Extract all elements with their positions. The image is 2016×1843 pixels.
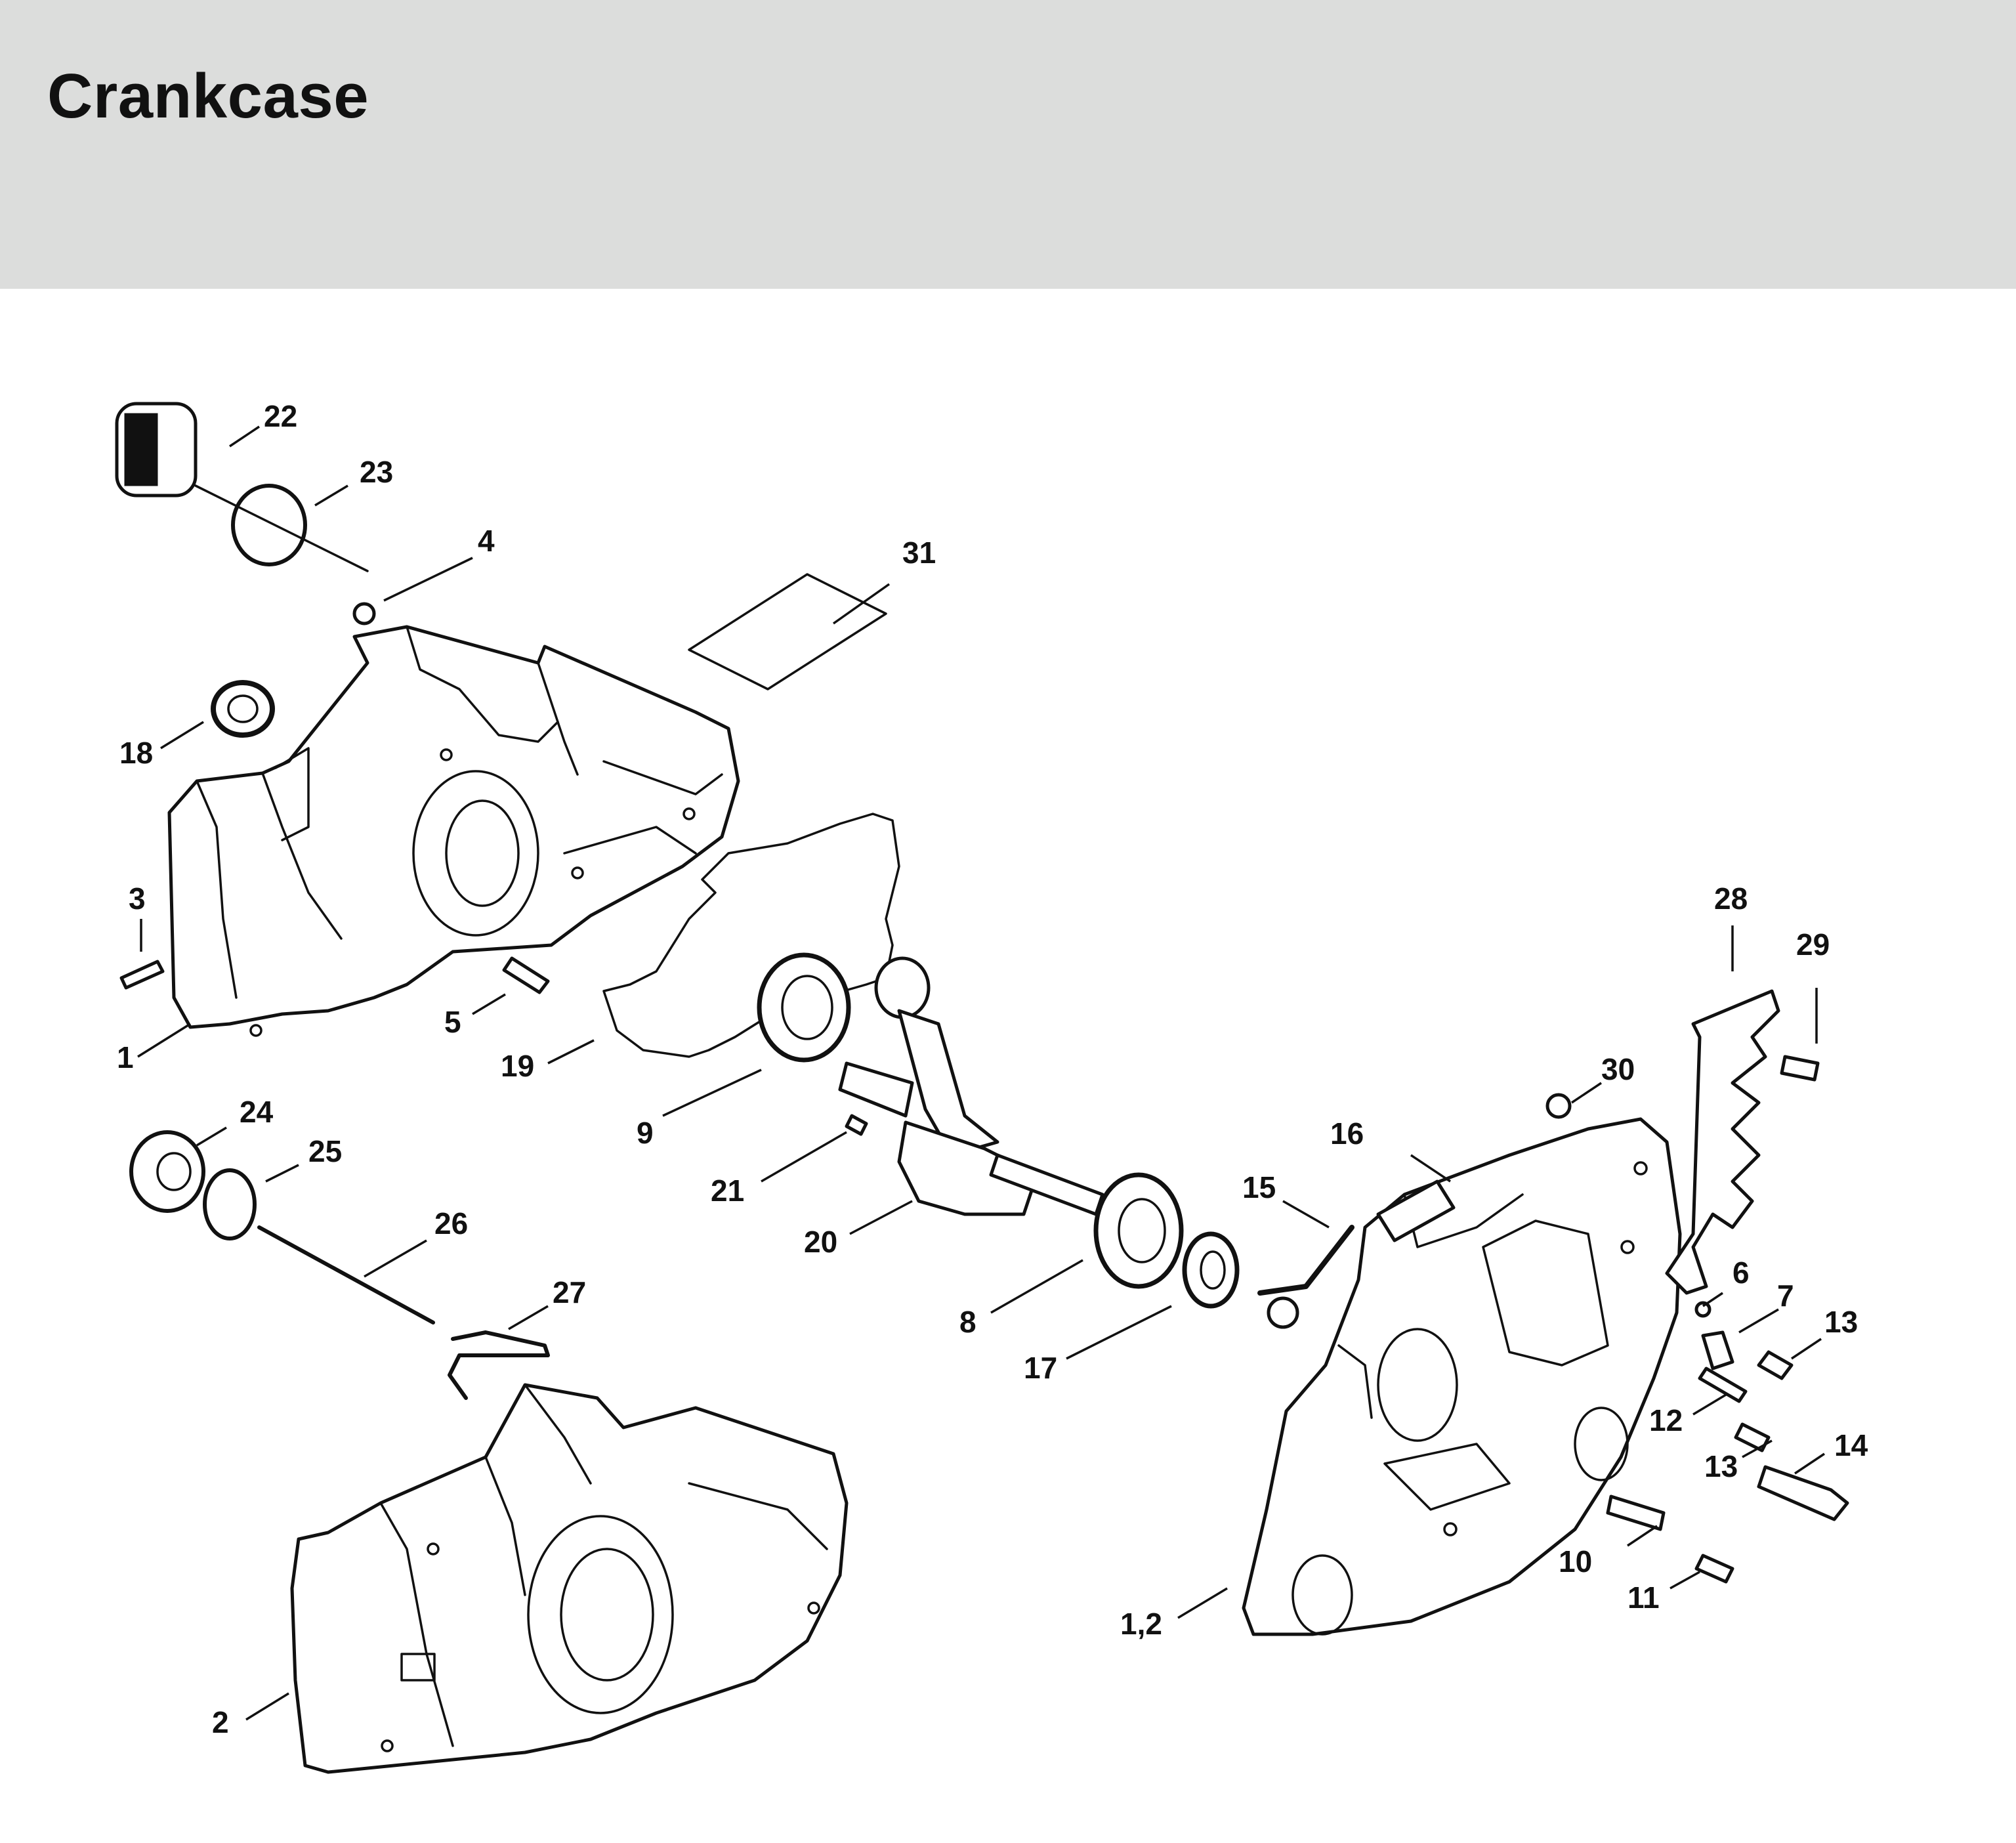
callout-27: 27 (553, 1275, 586, 1309)
valve-part-16 (1376, 1179, 1456, 1242)
callout-26: 26 (434, 1206, 468, 1240)
oil-seal-part-17 (1182, 1231, 1240, 1309)
callout-2: 2 (212, 1705, 229, 1739)
crankcase-half-1 (167, 625, 740, 1037)
callout-30: 30 (1601, 1052, 1635, 1086)
label-part (688, 573, 887, 690)
callout-8: 8 (959, 1305, 976, 1339)
screw-part-29 (1780, 1055, 1820, 1082)
crankshaft-part (838, 956, 1104, 1216)
callout-12: 12 (1649, 1403, 1683, 1437)
bracket-part-27 (448, 1330, 550, 1400)
leader-lines (137, 425, 1825, 1721)
ball-bearing-8 (1093, 1172, 1184, 1289)
ball-bearing-9 (757, 952, 851, 1063)
callout-23: 23 (360, 455, 393, 489)
callout-13-top: 13 (1824, 1305, 1858, 1339)
callout-labels: 22 23 4 31 18 3 1 5 19 9 21 20 8 17 24 2… (117, 399, 1868, 1739)
page-title: Crankcase (47, 61, 369, 131)
oil-seal-part (211, 680, 275, 738)
bolt-part-10 (1606, 1494, 1666, 1531)
callout-22: 22 (264, 399, 297, 433)
stud-part-12 (1698, 1366, 1748, 1403)
screw-part-3 (119, 960, 165, 990)
callout-7: 7 (1777, 1279, 1794, 1313)
callout-31: 31 (902, 536, 936, 570)
fitting-part-24 (129, 1130, 205, 1213)
callout-29: 29 (1796, 927, 1830, 962)
crankcase-half-2 (290, 1383, 849, 1774)
stud-part-13b (1734, 1422, 1771, 1452)
header-band: Crankcase (0, 0, 2016, 289)
callout-11: 11 (1628, 1580, 1660, 1615)
stud-part-14 (1757, 1465, 1849, 1521)
callout-25: 25 (308, 1134, 342, 1168)
callout-17: 17 (1024, 1351, 1057, 1385)
callout-24: 24 (240, 1095, 274, 1129)
callout-16: 16 (1330, 1116, 1364, 1151)
callout-28: 28 (1714, 881, 1748, 916)
key-part-21 (845, 1114, 868, 1136)
callout-20: 20 (804, 1225, 837, 1259)
stud-part-11 (1694, 1554, 1734, 1584)
callout-10: 10 (1559, 1544, 1592, 1578)
callout-21: 21 (711, 1174, 744, 1208)
callout-3: 3 (129, 881, 146, 916)
bumper-spike-28 (1665, 989, 1780, 1295)
callout-19: 19 (501, 1049, 534, 1083)
callout-13-bottom: 13 (1704, 1449, 1738, 1483)
plug-part-7 (1701, 1330, 1734, 1370)
oil-pump-part (115, 402, 369, 572)
callout-6: 6 (1732, 1256, 1750, 1290)
stud-part-15 (1257, 1225, 1354, 1296)
callout-18: 18 (119, 736, 153, 770)
callout-1: 1 (117, 1040, 134, 1074)
pin-part-5 (502, 956, 550, 994)
callout-15: 15 (1242, 1170, 1276, 1204)
callout-5: 5 (444, 1005, 461, 1039)
stud-part-13a (1757, 1350, 1794, 1380)
o-ring-part-25 (203, 1168, 257, 1240)
washer-part (352, 602, 376, 625)
bolt-part-26 (257, 1225, 435, 1324)
callout-14: 14 (1834, 1428, 1868, 1462)
crankcase-half-1-2 (1242, 1117, 1682, 1636)
crankcase-gasket (602, 813, 900, 1058)
nut-part-30 (1545, 1093, 1572, 1119)
pin-part-6 (1694, 1301, 1712, 1318)
callout-4: 4 (478, 524, 495, 558)
callout-1-2: 1,2 (1120, 1607, 1162, 1641)
callout-9: 9 (637, 1116, 654, 1150)
o-ring-part (231, 484, 307, 566)
